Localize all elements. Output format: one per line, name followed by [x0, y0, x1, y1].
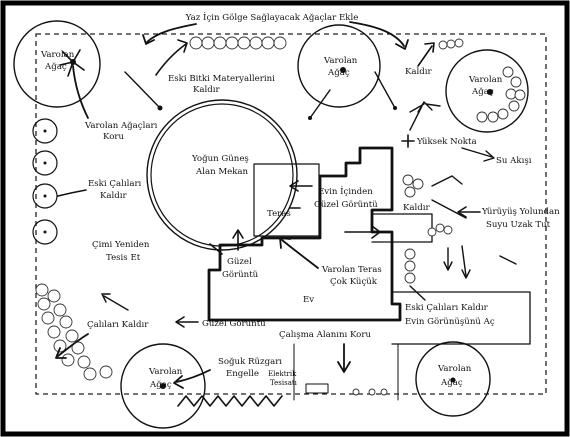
remove-shrubs-arrow — [58, 190, 86, 196]
remove-shrubs-label: Çalıları Kaldır — [87, 320, 149, 330]
small-terrace-arrow — [282, 240, 318, 268]
shrub-cluster-top-right — [439, 39, 463, 49]
old-shrubs-label-2: Evin Görünüşünü Aç — [405, 317, 495, 327]
sunny-area-label: Yoğun Güneş — [191, 153, 249, 164]
title-arrow-right — [350, 22, 404, 46]
high-point-label: Yüksek Nokta — [416, 137, 477, 147]
electric-box — [306, 384, 328, 393]
terrace-label: Teras — [267, 209, 291, 219]
bottom-left-shrubs — [36, 284, 112, 380]
tree-arrow — [375, 72, 395, 108]
tree-arrow — [310, 90, 330, 118]
small-terrace-label-2: Çok Küçük — [330, 277, 378, 287]
replant-grass-label: Çimi Yeniden — [92, 240, 150, 250]
walkway-water-label: Yürüyüş Yolundan — [481, 207, 560, 217]
tree-shade-arrow — [125, 72, 160, 108]
drain-arrow — [448, 246, 516, 276]
plan-title: Yaz İçin Gölge Sağlayacak Ağaçlar Ekle — [185, 11, 359, 23]
protect-tree-arrow — [73, 66, 88, 118]
protect-existing-label-2: Koru — [103, 132, 124, 142]
svg-text:Varolan: Varolan — [148, 367, 183, 377]
small-items — [353, 389, 387, 395]
remove-plants-arrow — [156, 44, 186, 75]
view-arrow-left-bottom — [104, 296, 128, 310]
cold-wind-label-2: Engelle — [226, 369, 259, 379]
replant-grass-label-2: Tesis Et — [106, 253, 141, 263]
walkway-water-label-2: Suyu Uzak Tut — [486, 220, 551, 230]
property-boundary — [36, 34, 546, 394]
arrow-head — [143, 35, 154, 44]
svg-text:Ağaç: Ağaç — [471, 86, 494, 97]
good-view-bottom-label: Güzel Görüntü — [202, 319, 266, 329]
remove-plants-label: Eski Bitki Materyallerini — [168, 74, 275, 84]
remove-label-mid: Kaldır — [403, 203, 431, 213]
view-inside-label-2: Güzel Görüntü — [314, 200, 378, 210]
water-flow-label: Su Akışı — [496, 156, 532, 166]
protect-work-area-label: Çalışma Alanını Koru — [279, 330, 371, 340]
old-plant-row — [190, 37, 286, 49]
shrubs-right-mid — [403, 175, 452, 283]
existing-tree-top-right: Varolan Ağaç — [446, 50, 528, 132]
remove-plants-label-2: Kaldır — [193, 85, 221, 95]
existing-tree-bottom-right: Varolan Ağaç — [416, 342, 490, 416]
svg-text:Ağaç: Ağaç — [327, 67, 350, 78]
svg-text:Ağaç: Ağaç — [440, 377, 463, 388]
terrace — [254, 164, 319, 236]
windbreak-zigzag — [178, 396, 282, 406]
svg-text:Varolan: Varolan — [468, 75, 503, 85]
cold-wind-label: Soğuk Rüzgarı — [218, 356, 282, 367]
good-view-label-2: Görüntü — [222, 270, 259, 280]
house-label: Ev — [303, 295, 314, 305]
svg-text:Ağaç: Ağaç — [44, 61, 67, 72]
svg-text:Varolan: Varolan — [40, 50, 75, 60]
wind-arrow — [410, 104, 424, 112]
good-view-label: Güzel — [227, 257, 252, 267]
view-inside-label: Evin İçinden — [318, 185, 373, 197]
small-terrace-label: Varolan Teras — [321, 265, 382, 275]
svg-text:Varolan: Varolan — [323, 56, 358, 66]
existing-tree-top-center: Varolan Ağaç — [298, 25, 380, 107]
high-point-marker — [402, 135, 414, 147]
remove-old-shrubs-label: Eski Çalıları — [88, 179, 142, 189]
protect-existing-label: Varolan Ağaçları — [84, 120, 158, 131]
sunny-area-label-2: Alan Mekan — [195, 167, 249, 177]
electric-label: Elektrik — [268, 370, 297, 378]
house-extension — [372, 214, 432, 242]
svg-text:Varolan: Varolan — [437, 364, 472, 374]
old-shrubs-label: Eski Çalıları Kaldır — [405, 303, 489, 313]
remove-label-top: Kaldır — [405, 67, 433, 77]
old-shrubs-arrow — [410, 286, 425, 300]
remove-arrow — [418, 46, 432, 66]
existing-tree-bottom-left: Varolan Ağaç — [121, 344, 205, 428]
svg-text:Ağaç: Ağaç — [149, 379, 172, 390]
remove-old-shrubs-label-2: Kaldır — [100, 191, 128, 201]
